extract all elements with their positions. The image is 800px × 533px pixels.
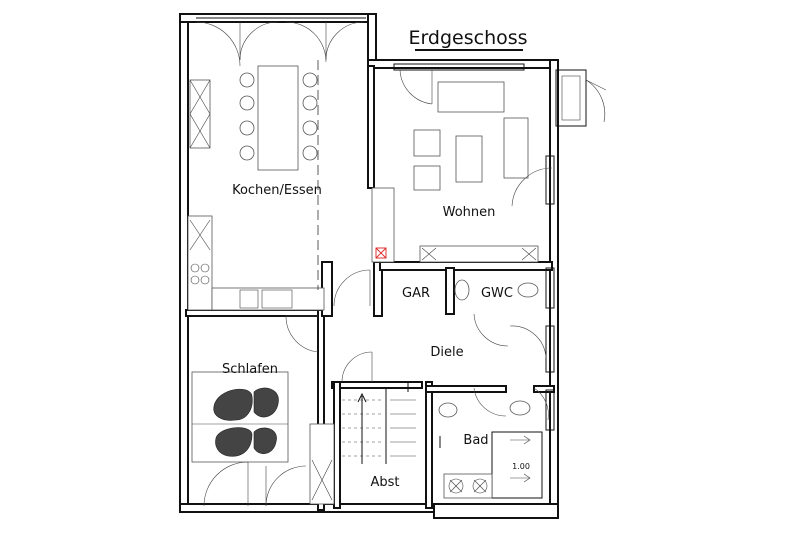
balcony-door xyxy=(555,69,607,127)
dimension-label: 1.00 xyxy=(512,462,530,471)
bedroom-furniture xyxy=(191,371,335,507)
staircase xyxy=(342,382,441,464)
sanitary-fixtures xyxy=(438,279,543,499)
dining-table xyxy=(239,65,318,171)
room-label-diele: Diele xyxy=(430,345,463,360)
interior-walls xyxy=(185,65,555,511)
room-label-gar: GAR xyxy=(402,286,430,301)
room-label-wohnen: Wohnen xyxy=(443,205,496,220)
room-label-bad: Bad xyxy=(463,433,488,448)
kitchen-units xyxy=(187,79,325,311)
plan-title: Erdgeschoss xyxy=(408,27,527,49)
room-label-schlafen: Schlafen xyxy=(222,362,278,377)
top-windows xyxy=(195,17,366,67)
room-label-abst: Abst xyxy=(370,475,399,490)
room-label-kochen: Kochen/Essen xyxy=(232,183,322,198)
living-furniture xyxy=(371,63,553,263)
right-windows xyxy=(545,155,555,431)
doors xyxy=(285,269,549,421)
room-label-gwc: GWC xyxy=(481,286,513,301)
